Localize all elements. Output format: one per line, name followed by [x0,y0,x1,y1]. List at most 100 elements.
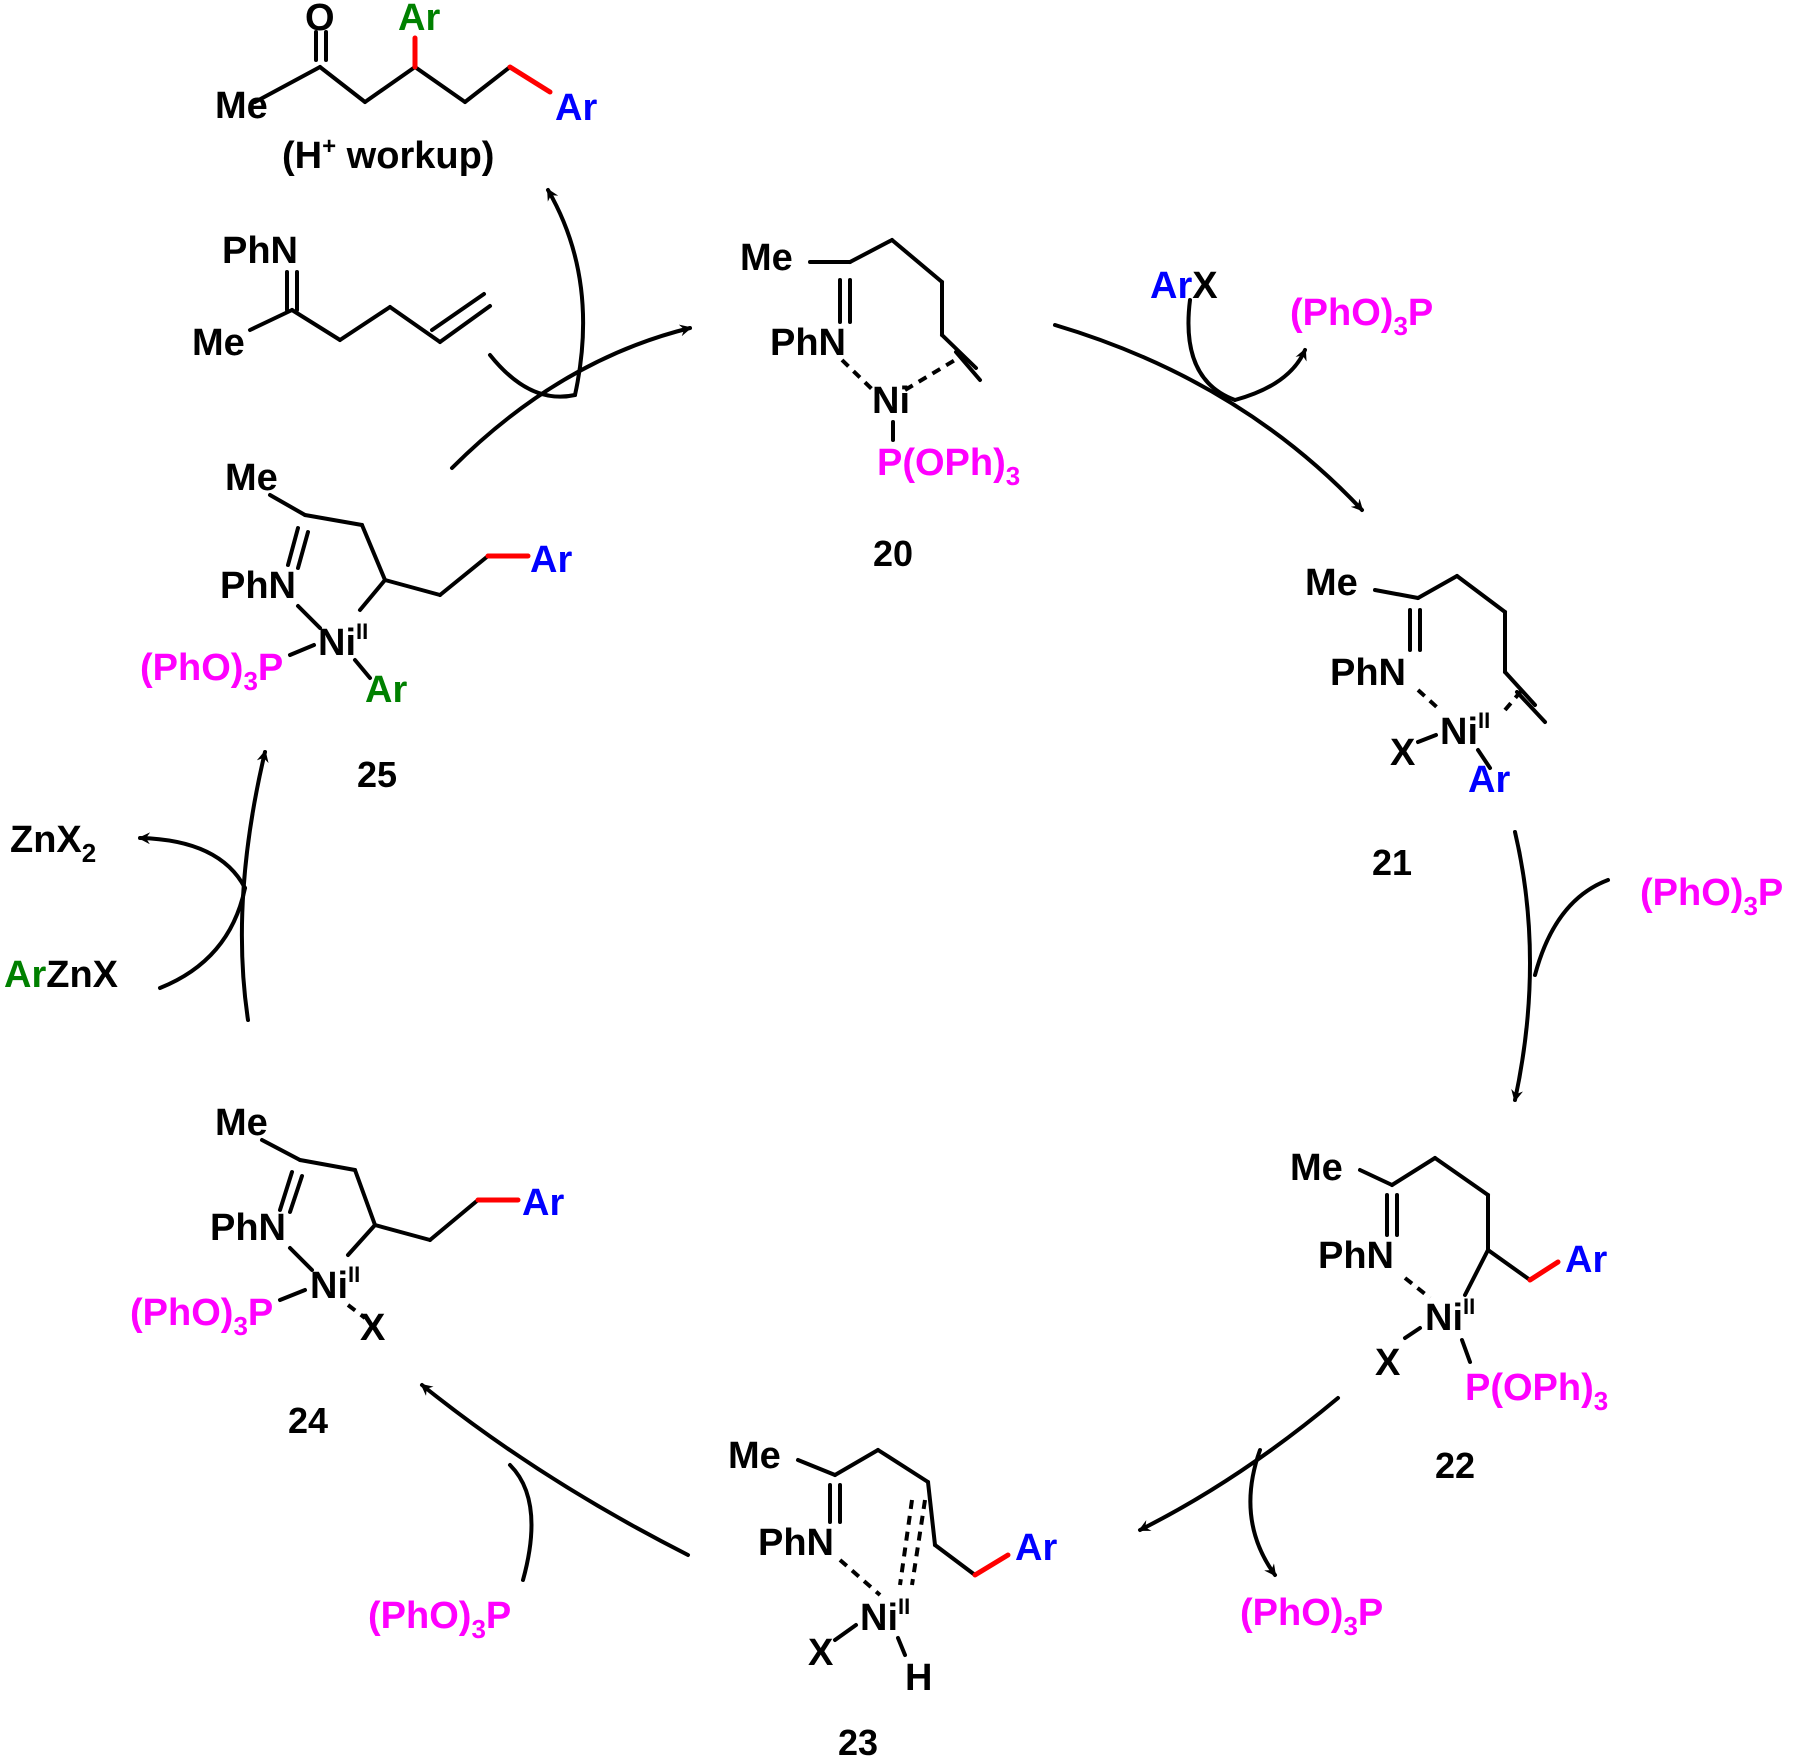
c25-phosphite-left: (PhO) [140,647,243,689]
znx2-sub: 2 [82,838,96,868]
c24-methyl: Me [215,1102,268,1144]
arx-reagent: ArX [1150,265,1218,307]
arrow-phosphite-in-1 [1533,878,1610,977]
complex-25: Me PhN Ar NiII (PhO)3P Ar 25 [140,457,572,795]
c22-phosphite-sub: 3 [1594,1386,1608,1416]
p3-p: P [1358,1592,1383,1634]
c22-methyl: Me [1290,1147,1343,1189]
c24-phosphite-sub: 3 [233,1311,247,1341]
c22-phn: PhN [1318,1235,1394,1277]
c20-nickel: Ni [872,380,910,422]
c24-ni: Ni [310,1265,348,1307]
phosphite-released-2: (PhO)3P [1240,1592,1383,1641]
workup-close: workup) [336,135,494,177]
complex-20: Me PhN Ni P(OPh)3 20 [740,237,1020,574]
c23-oxidation: II [898,1594,910,1619]
c23-hydride: H [905,1657,932,1699]
c22-phosphite-p: P(OPh) [1465,1367,1594,1409]
arrow-product-out [546,188,586,397]
workup-plus: + [322,133,336,160]
arznx-znx: ZnX [46,954,118,996]
complex-21: Me PhN NiII X Ar 21 [1305,562,1547,883]
c25-oxidation: II [356,619,368,644]
c24-number: 24 [288,1400,328,1441]
substrate-imine: PhN Me [192,230,492,364]
c25-methyl: Me [225,457,278,499]
c21-aryl: Ar [1468,759,1510,801]
c21-phn: PhN [1330,652,1406,694]
znx2-znx: ZnX [10,819,82,861]
p2-sub: 3 [1743,891,1757,921]
c25-nickel: NiII [318,619,368,664]
c21-nickel: NiII [1440,708,1490,753]
product-ketone: O Me Ar Ar (H+ workup) [215,0,597,177]
substrate-methyl: Me [192,322,245,364]
c25-aryl-from-zinc: Ar [365,669,407,711]
c25-ni: Ni [318,622,356,664]
c24-phosphite: (PhO)3P [130,1292,273,1341]
c24-phn: PhN [210,1207,286,1249]
arrow-phosphite-out-1 [1233,348,1307,402]
c24-oxidation: II [348,1262,360,1287]
c25-phosphite-p: P [258,647,283,689]
arrow-23-to-24 [420,1383,690,1557]
arrow-substrate-in [488,353,577,399]
arrow-znx2-out [138,832,247,890]
c24-halide: X [360,1307,386,1349]
c22-oxidation: II [1463,1294,1475,1319]
c23-aryl: Ar [1015,1527,1057,1569]
arrow-phosphite-in-2 [508,1463,534,1582]
c23-halide: X [808,1632,834,1674]
workup-label: (H+ workup) [282,133,494,177]
c23-methyl: Me [728,1435,781,1477]
c21-oxidation: II [1478,708,1490,733]
p3-sub: 3 [1343,1611,1357,1641]
c20-methyl: Me [740,237,793,279]
c22-ni: Ni [1425,1297,1463,1339]
c23-nickel: NiII [860,1594,910,1639]
c21-number: 21 [1372,842,1412,883]
c25-aryl-from-halide: Ar [530,539,572,581]
complex-22: Me PhN Ar NiII X P(OPh)3 22 [1290,1147,1608,1486]
c23-phn: PhN [758,1522,834,1564]
p2-p: P [1758,872,1783,914]
c24-nickel: NiII [310,1262,360,1307]
complex-23: Me PhN Ar NiII X H 23 [728,1435,1057,1759]
p2-left: (PhO) [1640,872,1743,914]
product-methyl: Me [215,85,268,127]
c21-ni: Ni [1440,711,1478,753]
c25-phosphite: (PhO)3P [140,647,283,696]
p1-sub: 3 [1393,311,1407,341]
arx-x: X [1192,265,1218,307]
p1-left: (PhO) [1290,292,1393,334]
c24-phosphite-p: P [248,1292,273,1334]
phosphite-released-1: (PhO)3P [1290,292,1433,341]
workup-open: (H [282,135,322,177]
c22-nickel: NiII [1425,1294,1475,1339]
arrow-20-to-21 [1053,323,1364,512]
complex-24: Me PhN Ar NiII (PhO)3P X 24 [130,1102,564,1441]
arrow-arznx-in [158,886,247,990]
p1-p: P [1408,292,1433,334]
c22-halide: X [1375,1342,1401,1384]
arrow-phosphite-out-2 [1248,1448,1277,1577]
c22-aryl: Ar [1565,1239,1607,1281]
p4-p: P [486,1595,511,1637]
c20-phn: PhN [770,322,846,364]
c21-halide: X [1390,732,1416,774]
c25-number: 25 [357,754,397,795]
c24-aryl: Ar [522,1182,564,1224]
arrow-25-to-20 [450,324,692,470]
znx2-byproduct: ZnX2 [10,819,96,868]
arrow-arx-in [1186,298,1237,402]
product-aryl-from-zinc: Ar [398,0,440,39]
c21-methyl: Me [1305,562,1358,604]
p3-left: (PhO) [1240,1592,1343,1634]
c23-ni: Ni [860,1597,898,1639]
c20-number: 20 [873,533,913,574]
c25-phn: PhN [220,565,296,607]
phosphite-added-1: (PhO)3P [1640,872,1783,921]
arznx-ar: Ar [4,954,46,996]
